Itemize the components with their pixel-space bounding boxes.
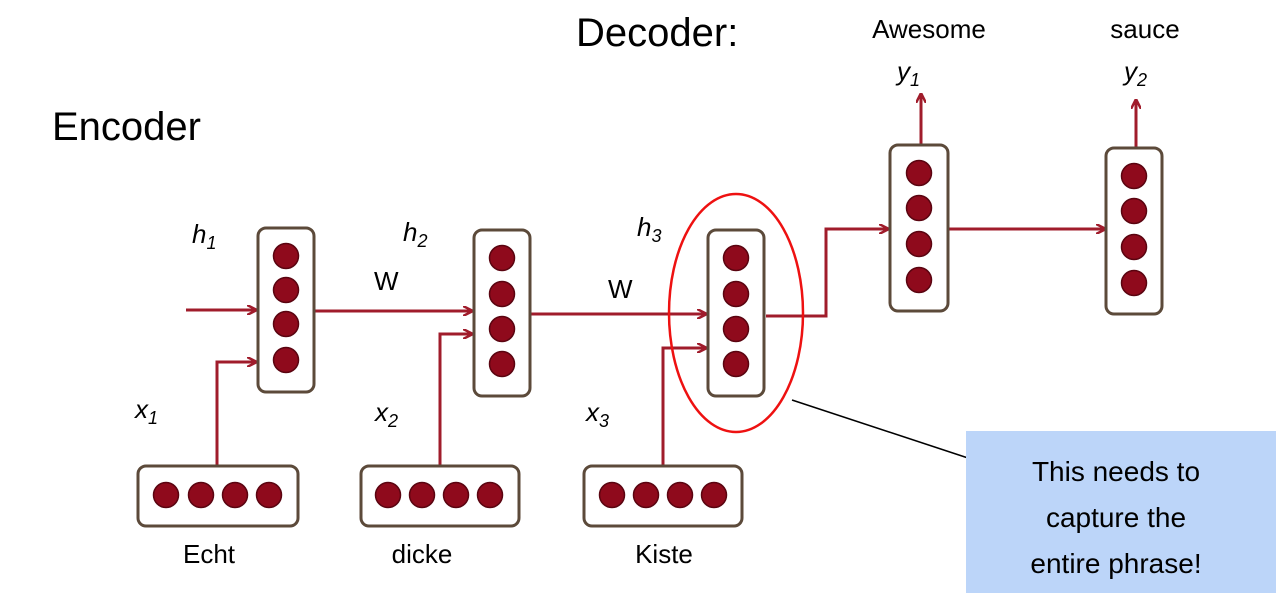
neuron: [1120, 162, 1148, 190]
decoder-hidden-1: [888, 143, 950, 313]
callout-line-2: capture the: [1046, 502, 1186, 533]
x1-to-h1-arrow: [215, 362, 256, 465]
weight-label-1: W: [374, 266, 399, 296]
neuron: [905, 266, 933, 294]
x2-to-h2-arrow: [438, 334, 472, 465]
neuron: [598, 481, 626, 509]
input-embedding-3: [582, 464, 744, 528]
callout-box: [966, 431, 1276, 593]
encoder-title: Encoder: [52, 105, 201, 149]
neuron: [272, 346, 300, 374]
output-word-1: Awesome: [872, 14, 986, 44]
decoder-title: Decoder:: [576, 11, 738, 55]
decoder-hidden-2: [1104, 146, 1164, 316]
neuron: [374, 481, 402, 509]
highlight-ellipse: [667, 192, 805, 434]
weight-label-2: W: [608, 274, 633, 304]
neuron: [1120, 197, 1148, 225]
neuron: [272, 310, 300, 338]
x3-to-h3-arrow: [661, 348, 706, 465]
callout-connector: [791, 399, 969, 459]
encoder-hidden-3: [706, 228, 766, 398]
neuron: [488, 350, 516, 378]
neuron: [700, 481, 728, 509]
neuron: [1120, 269, 1148, 297]
input-word-1: Echt: [183, 539, 236, 569]
neuron: [722, 280, 750, 308]
neuron: [905, 194, 933, 222]
input-word-3: Kiste: [635, 539, 693, 569]
neuron: [905, 159, 933, 187]
neuron: [408, 481, 436, 509]
input-embedding-2: [359, 464, 521, 528]
neuron: [905, 230, 933, 258]
h3-to-decoder-arrow: [766, 229, 888, 318]
neuron: [187, 481, 215, 509]
y1-label: y1: [895, 56, 920, 90]
neuron: [272, 276, 300, 304]
h1-label: h1: [192, 219, 216, 253]
h2-label: h2: [403, 217, 427, 251]
neuron: [152, 481, 180, 509]
neuron: [1120, 233, 1148, 261]
callout-line-3: entire phrase!: [1030, 548, 1201, 579]
x2-label: x2: [373, 397, 398, 431]
neuron: [476, 481, 504, 509]
encoder-hidden-2: [472, 228, 532, 398]
x1-label: x1: [133, 394, 158, 428]
neuron: [442, 481, 470, 509]
neuron: [632, 481, 660, 509]
encoder-hidden-1: [256, 226, 316, 394]
neuron: [272, 242, 300, 270]
x3-label: x3: [584, 397, 609, 431]
callout-line-1: This needs to: [1032, 456, 1200, 487]
neuron: [722, 244, 750, 272]
neuron: [488, 315, 516, 343]
neuron: [488, 244, 516, 272]
h3-label: h3: [637, 212, 661, 246]
y2-label: y2: [1122, 56, 1147, 90]
input-embedding-1: [136, 464, 300, 528]
neuron: [722, 350, 750, 378]
output-word-2: sauce: [1110, 14, 1179, 44]
neuron: [488, 280, 516, 308]
neuron: [666, 481, 694, 509]
neuron: [221, 481, 249, 509]
neuron: [722, 315, 750, 343]
neuron: [255, 481, 283, 509]
input-word-2: dicke: [392, 539, 453, 569]
